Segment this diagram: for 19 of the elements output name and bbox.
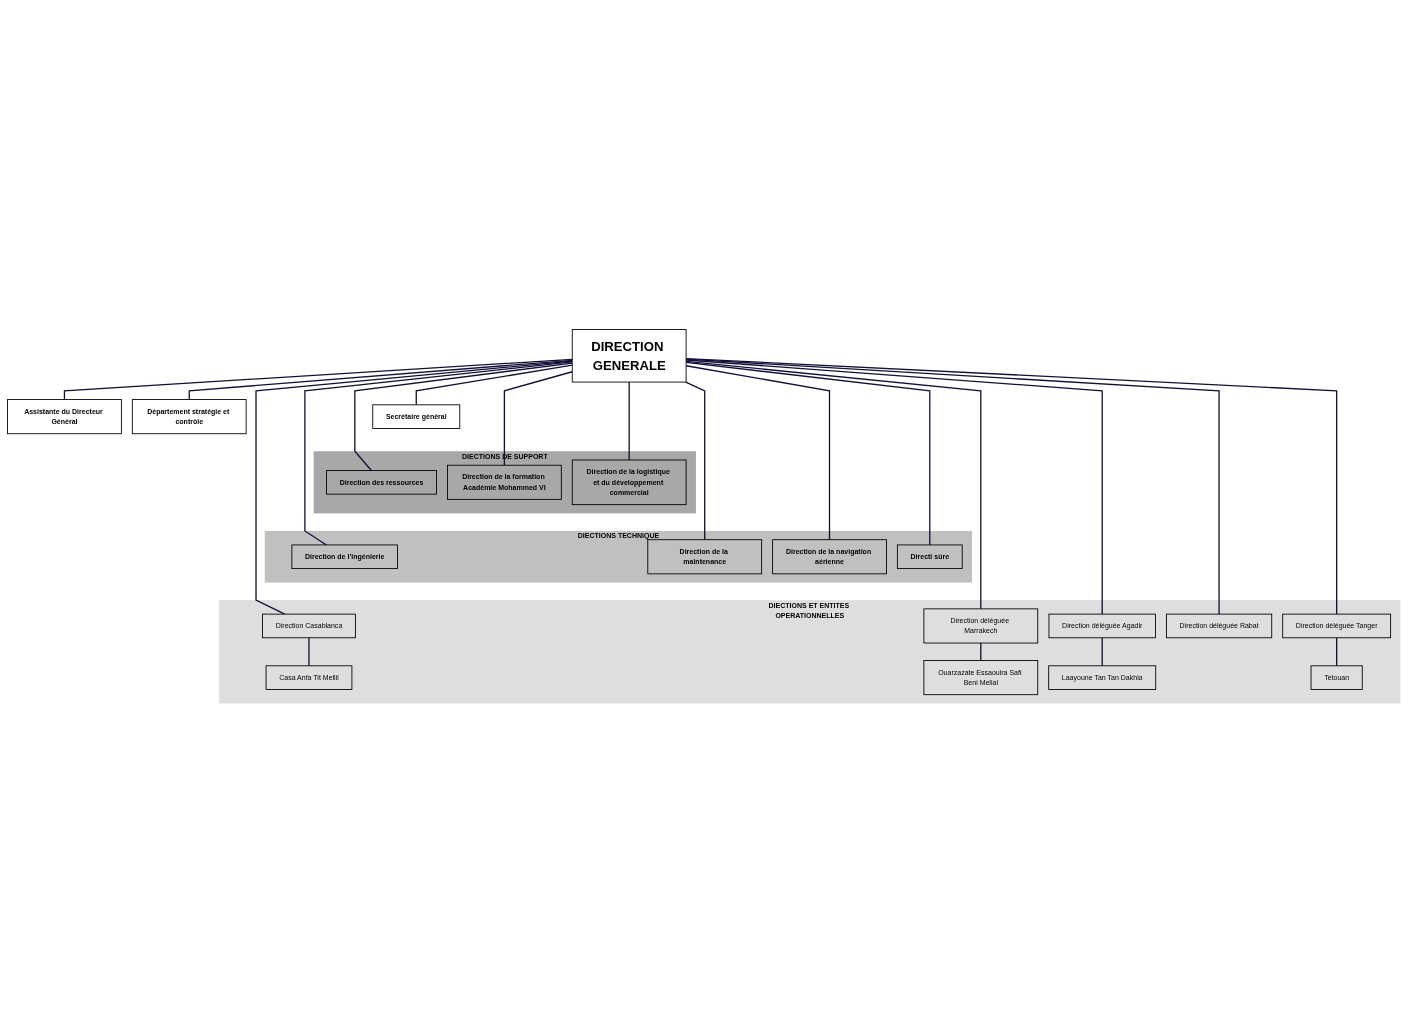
connector [685,361,931,546]
connector [685,360,982,610]
connector [685,357,1338,615]
connector [354,361,573,471]
connector [685,358,1103,615]
connector [628,380,630,461]
connector [188,359,573,400]
connector [1101,636,1103,666]
node-box: DIRECTION GENERALE [571,328,687,382]
connector [1336,636,1338,666]
connector [685,364,831,540]
connector [255,360,573,615]
connector [63,358,573,400]
connector [304,360,573,546]
connector [685,358,1220,615]
connector [308,636,310,666]
connector [503,370,573,466]
connector [685,380,706,540]
connector [415,364,573,405]
